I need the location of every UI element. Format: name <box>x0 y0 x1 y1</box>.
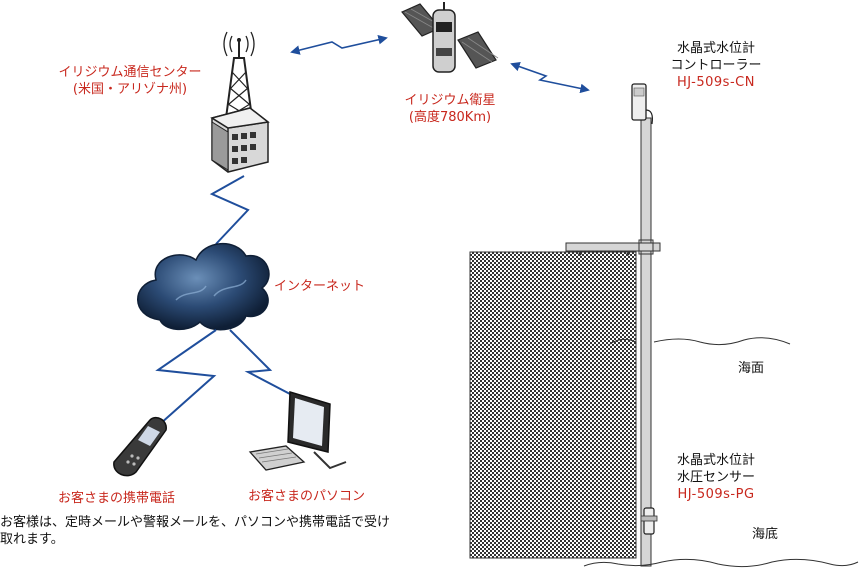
satellite-altitude: (高度780Km) <box>408 110 492 125</box>
note-line-2: 取れます。 <box>0 532 64 547</box>
controller-type: 水晶式水位計 <box>676 41 755 56</box>
sensor-name: 水圧センサー <box>676 470 755 485</box>
radio-tower-icon <box>223 31 255 119</box>
center-location: (米国・アリゾナ州) <box>72 82 188 97</box>
satellite-label: イリジウム衛星 (高度780Km) <box>388 92 512 126</box>
customer-pc-label: お客さまのパソコン <box>248 489 366 504</box>
sea-bottom-label: 海底 <box>752 527 779 542</box>
customer-phone-label: お客さまの携帯電話 <box>58 491 176 506</box>
cloud-pc-link <box>229 329 291 395</box>
sensor-label: 水晶式水位計 水圧センサー HJ-509s-PG <box>654 452 778 503</box>
building-cloud-link <box>209 175 250 245</box>
mesh-structure <box>469 251 637 559</box>
sea-bottom-line <box>583 558 859 568</box>
note-text: お客様は、定時メールや警報メールを、パソコンや携帯電話で受け 取れます。 <box>0 514 462 548</box>
controller-unit-icon <box>631 83 653 125</box>
sea-surface-label: 海面 <box>738 361 765 376</box>
satellite-icon <box>401 2 499 73</box>
mobile-phone-icon <box>113 416 167 477</box>
sensor-type: 水晶式水位計 <box>676 453 755 468</box>
pressure-sensor-icon <box>640 507 658 535</box>
satellite-name: イリジウム衛星 <box>404 93 496 108</box>
center-name: イリジウム通信センター <box>58 65 202 80</box>
building-icon <box>210 107 270 173</box>
internet-cloud-icon <box>137 242 270 331</box>
sea-surface-line <box>609 337 791 346</box>
controller-label: 水晶式水位計 コントローラー HJ-509s-CN <box>654 40 778 91</box>
personal-computer-icon <box>248 391 347 471</box>
controller-model: HJ-509s-CN <box>677 75 755 90</box>
uplink-arrow <box>290 35 388 55</box>
cloud-phone-link <box>155 329 217 425</box>
note-line-1: お客様は、定時メールや警報メールを、パソコンや携帯電話で受け <box>0 515 391 530</box>
controller-name: コントローラー <box>670 58 762 73</box>
downlink-arrow <box>510 62 590 94</box>
center-label: イリジウム通信センター (米国・アリゾナ州) <box>42 64 218 98</box>
sensor-model: HJ-509s-PG <box>677 487 755 502</box>
internet-label: インターネット <box>274 279 366 294</box>
